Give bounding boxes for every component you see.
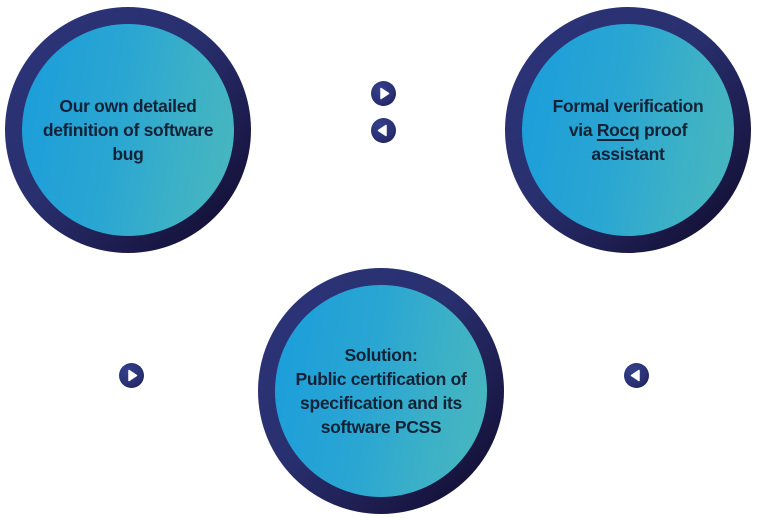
play-right-icon[interactable] xyxy=(119,363,144,388)
label-text: via xyxy=(568,120,597,140)
node-fill: Solution: Public certification of specif… xyxy=(275,285,487,497)
node-label-line: Solution: xyxy=(344,345,418,365)
node-software-bug-definition: Our own detailed definition of software … xyxy=(5,7,251,253)
node-label-line: bug xyxy=(112,144,144,164)
node-formal-verification: Formal verification via Rocq proof assis… xyxy=(505,7,751,253)
node-fill: Formal verification via Rocq proof assis… xyxy=(522,24,734,236)
node-label-line: Public certification of xyxy=(295,369,467,389)
label-text: proof xyxy=(639,120,688,140)
node-label-line: specification and its xyxy=(300,393,462,413)
node-fill: Our own detailed definition of software … xyxy=(22,24,234,236)
node-label: Formal verification via Rocq proof assis… xyxy=(533,94,723,166)
node-label-line: assistant xyxy=(591,144,665,164)
node-label-line: definition of software xyxy=(42,120,214,140)
play-right-icon[interactable] xyxy=(371,81,396,106)
node-label-line: Formal verification xyxy=(552,96,704,116)
play-left-icon[interactable] xyxy=(371,118,396,143)
node-label-line: Our own detailed xyxy=(59,96,197,116)
node-solution-pcss: Solution: Public certification of specif… xyxy=(258,268,504,514)
play-left-icon[interactable] xyxy=(624,363,649,388)
node-label: Solution: Public certification of specif… xyxy=(286,343,476,439)
node-label-line: via Rocq proof xyxy=(533,118,723,142)
rocq-link[interactable]: Rocq xyxy=(596,120,640,140)
node-label: Our own detailed definition of software … xyxy=(33,94,223,166)
node-label-line: software PCSS xyxy=(320,417,442,437)
